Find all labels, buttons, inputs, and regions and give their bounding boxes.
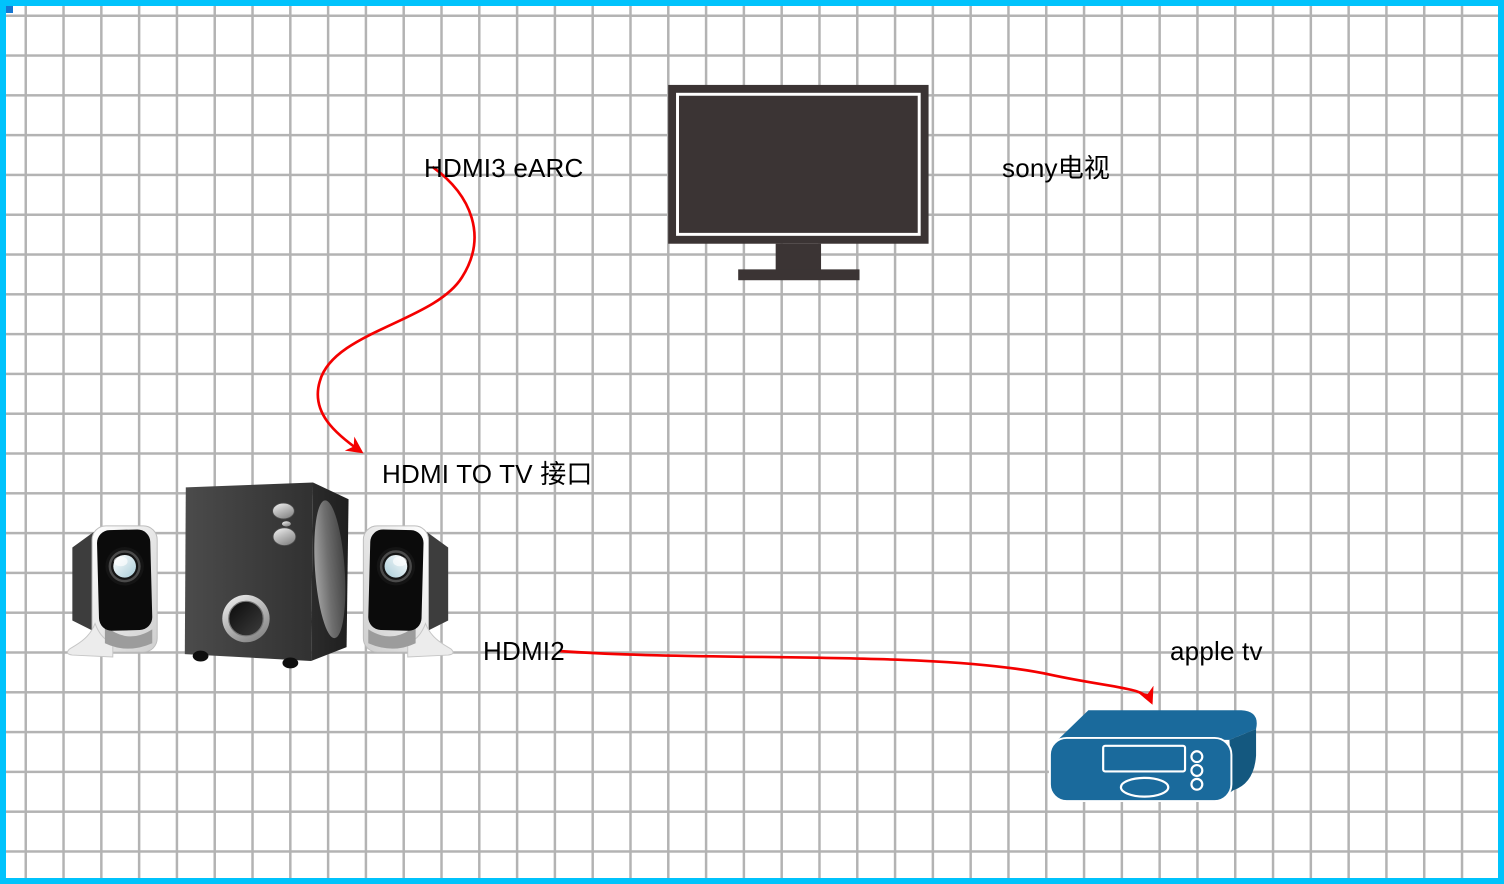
connectors-layer: [316, 165, 1154, 705]
appletv-button-2: [1190, 763, 1204, 777]
label-hdmi3-earc[interactable]: HDMI3 eARC: [424, 153, 584, 183]
volume-knob: [272, 502, 295, 520]
left-satellite-speaker: [67, 525, 158, 658]
shapes-layer: [67, 84, 1257, 803]
label-apple-tv[interactable]: apple tv: [1170, 636, 1263, 666]
sony-tv-icon[interactable]: [668, 84, 929, 281]
appletv-top-face: [1057, 710, 1257, 740]
label-hdmi-to-tv-port[interactable]: HDMI TO TV 接口: [382, 459, 593, 489]
label-hdmi2[interactable]: HDMI2: [483, 636, 565, 666]
tv-stand-base: [738, 269, 860, 281]
connector-hdmi2[interactable]: [559, 649, 1154, 705]
subwoofer-port: [228, 600, 264, 637]
tv-frame: [668, 84, 929, 244]
subwoofer: [184, 482, 349, 669]
appletv-dial: [1119, 776, 1170, 798]
tv-screen-outline: [676, 92, 921, 236]
appletv-button-3: [1190, 777, 1204, 791]
tv-stand-neck: [775, 243, 822, 273]
appletv-display: [1102, 744, 1187, 773]
appletv-button-1: [1190, 750, 1204, 764]
speaker-system-icon[interactable]: [67, 482, 455, 669]
connector-hdmi3-earc[interactable]: [316, 165, 476, 454]
tone-knob: [272, 527, 297, 546]
canvas-corner-handle: [6, 6, 13, 13]
label-sony-tv[interactable]: sony电视: [1002, 153, 1111, 183]
apple-tv-icon[interactable]: [1048, 710, 1257, 803]
